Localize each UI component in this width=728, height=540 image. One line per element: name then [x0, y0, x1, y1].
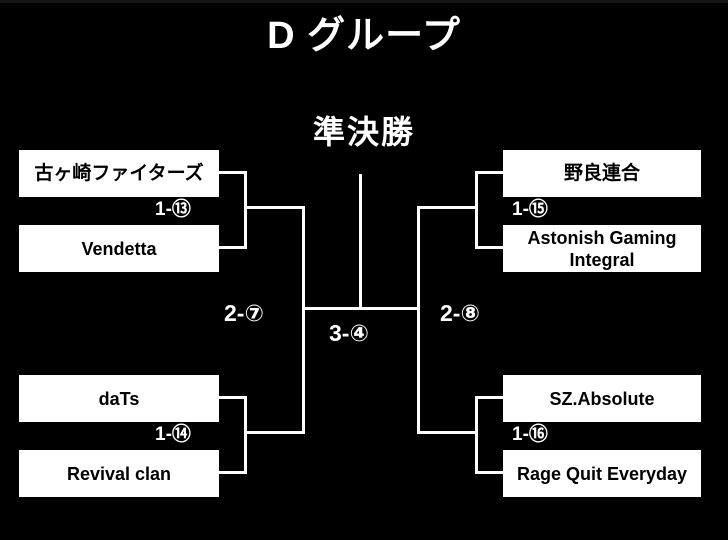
connector-left-top-lower — [219, 246, 247, 249]
team-box-nora-rengou[interactable]: 野良連合 — [503, 150, 701, 197]
team-box-revival-clan[interactable]: Revival clan — [19, 450, 219, 497]
connector-right-top-lower — [475, 246, 503, 249]
semifinal-left-vertical — [302, 206, 305, 434]
connector-right-top-out — [417, 206, 478, 209]
match-code-2-8: 2-⑧ — [440, 300, 480, 326]
match-code-1-14: 1-⑭ — [155, 424, 191, 445]
connector-right-bottom-out — [417, 431, 478, 434]
match-code-2-7: 2-⑦ — [224, 300, 264, 326]
connector-right-top-upper — [475, 171, 503, 174]
connector-left-top-out — [244, 206, 305, 209]
semifinal-left-to-final — [302, 307, 362, 310]
match-code-1-15: 1-⑮ — [512, 199, 548, 220]
round-label-semifinal: 準決勝 — [312, 114, 415, 150]
match-code-1-16: 1-⑯ — [512, 424, 548, 445]
connector-right-bottom-upper — [475, 396, 503, 399]
connector-right-bottom-vertical — [475, 396, 478, 474]
match-code-1-13: 1-⑬ — [155, 199, 191, 220]
team-box-astonish-gaming-integral[interactable]: Astonish Gaming Integral — [503, 225, 701, 272]
semifinal-right-to-final — [360, 307, 420, 310]
connector-left-top-vertical — [244, 171, 247, 249]
team-box-dats[interactable]: daTs — [19, 375, 219, 422]
connector-left-bottom-out — [244, 431, 305, 434]
semifinal-right-vertical — [417, 206, 420, 434]
team-box-rage-quit-everyday[interactable]: Rage Quit Everyday — [503, 450, 701, 497]
connector-right-top-vertical — [475, 171, 478, 249]
page-title: D グループ — [267, 15, 461, 57]
final-stem-vertical — [359, 174, 362, 310]
connector-right-bottom-lower — [475, 471, 503, 474]
top-edge-band — [0, 0, 728, 3]
connector-left-bottom-lower — [219, 471, 247, 474]
connector-left-bottom-upper — [219, 396, 247, 399]
match-code-3-4: 3-④ — [329, 320, 369, 346]
team-box-sz-absolute[interactable]: SZ.Absolute — [503, 375, 701, 422]
connector-left-top-upper — [219, 171, 247, 174]
team-box-furugasaki-fighters[interactable]: 古ヶ崎ファイターズ — [19, 150, 219, 197]
connector-left-bottom-vertical — [244, 396, 247, 474]
team-box-vendetta[interactable]: Vendetta — [19, 225, 219, 272]
